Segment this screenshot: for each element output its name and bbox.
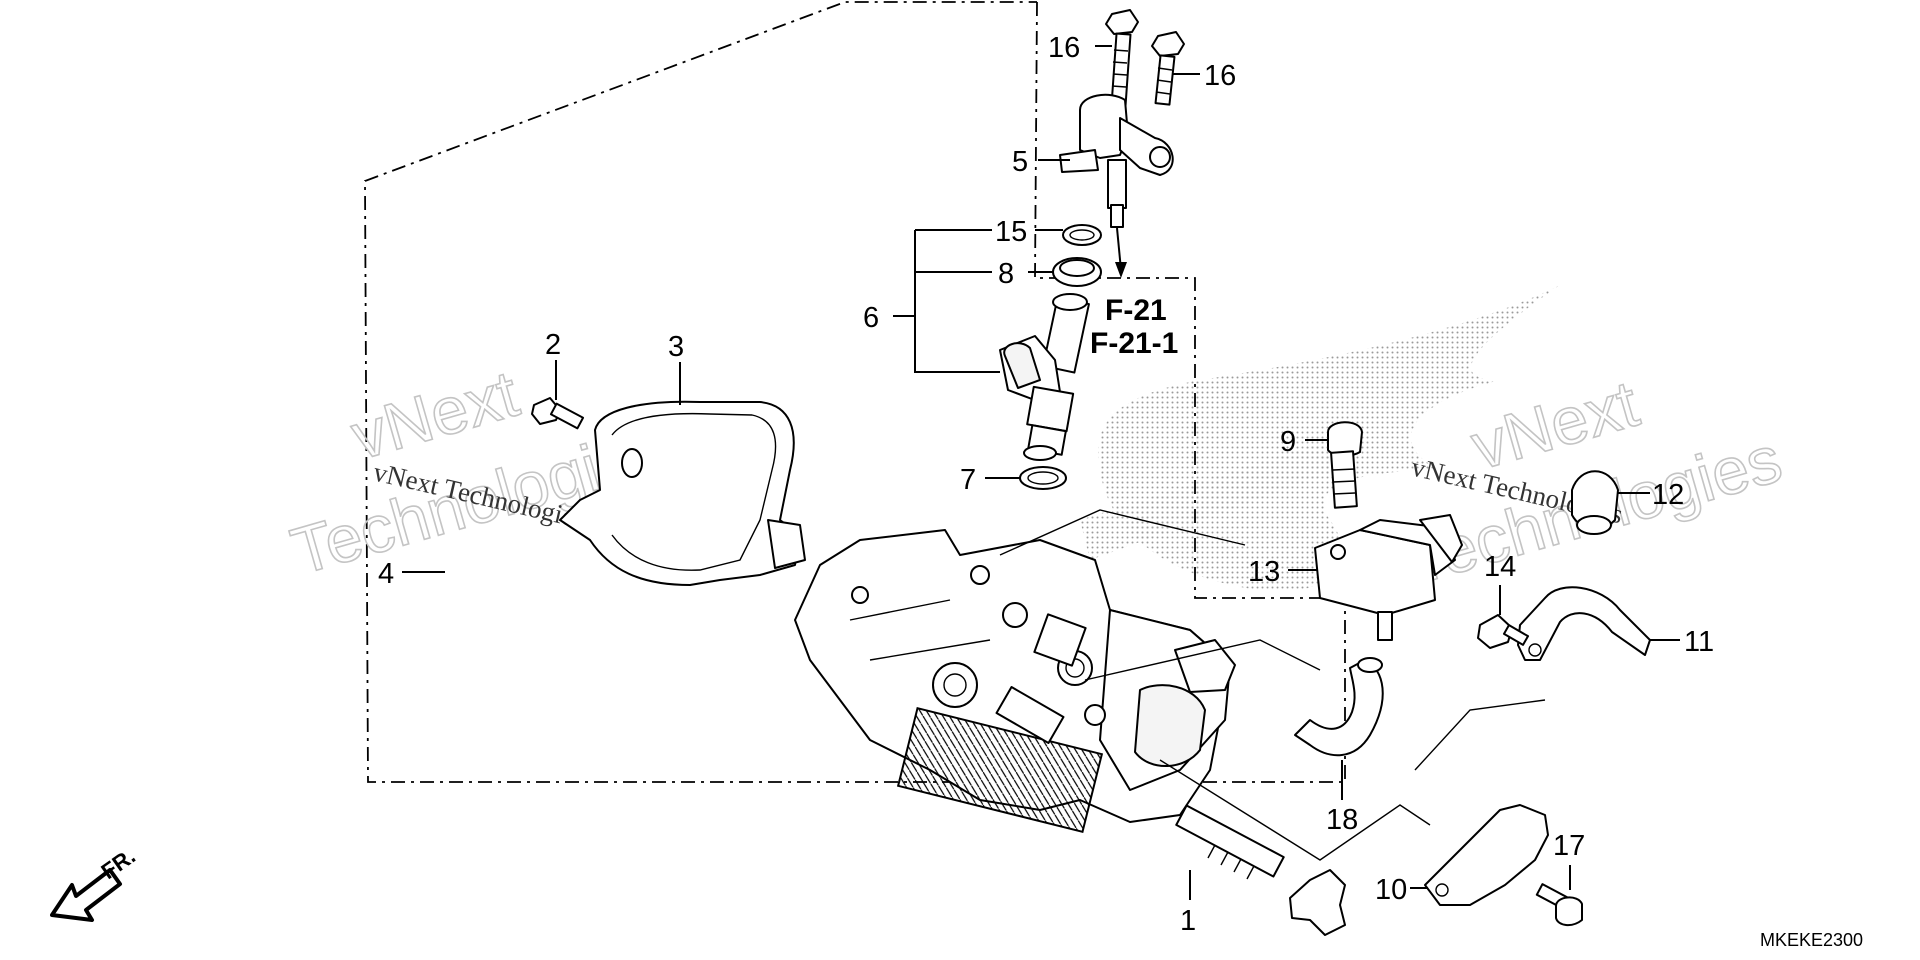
leader-6-bracket (914, 230, 1000, 373)
callout-4: 4 (378, 558, 394, 590)
callout-5: 5 (1012, 146, 1028, 178)
callout-14: 14 (1484, 551, 1516, 583)
reference-f21-1: F-21-1 (1090, 327, 1178, 360)
callout-2: 2 (545, 329, 561, 361)
o-ring-7 (1019, 466, 1067, 490)
seal-8-inner (1059, 259, 1095, 277)
clamp-11 (1517, 586, 1651, 661)
bolt-16-right (1151, 31, 1185, 106)
bolt-9 (1327, 421, 1363, 509)
callout-6: 6 (863, 302, 879, 334)
o-ring-15 (1062, 224, 1102, 246)
o-ring-7-inner (1027, 471, 1059, 485)
callout-7: 7 (960, 464, 976, 496)
callout-9: 9 (1280, 426, 1296, 458)
injector-6 (999, 293, 1090, 461)
callout-1: 1 (1180, 905, 1196, 937)
front-direction-indicator: FR. (50, 843, 140, 922)
diagram-code: MKEKE2300 (1760, 930, 1863, 950)
sensor-13 (1314, 514, 1463, 641)
bolt-16-left (1105, 9, 1139, 108)
grommet-12 (1571, 470, 1619, 535)
hose-18-end (1357, 657, 1383, 673)
callout-8: 8 (998, 258, 1014, 290)
link-line-d (1414, 699, 1546, 771)
link-line-a (999, 509, 1246, 556)
link-line-c (1159, 759, 1431, 861)
front-arrow-icon (50, 868, 122, 922)
callout-15: 15 (995, 216, 1027, 248)
reference-f21: F-21 (1105, 294, 1167, 327)
callout-16-left: 16 (1048, 32, 1080, 64)
bolt-2 (531, 397, 585, 430)
hose-18 (1294, 659, 1384, 757)
bracket-10-hole (1435, 883, 1449, 897)
arrow-head (1115, 262, 1127, 278)
cover-3 (559, 400, 806, 586)
callout-12: 12 (1652, 479, 1684, 511)
callout-11: 11 (1684, 626, 1714, 658)
assembly-boundary (364, 1, 1346, 783)
callout-18: 18 (1326, 804, 1358, 836)
callout-13: 13 (1248, 556, 1280, 588)
clamp-11-hole (1528, 643, 1542, 657)
callout-17: 17 (1553, 830, 1585, 862)
callout-3: 3 (668, 331, 684, 363)
link-line-b (1084, 639, 1321, 681)
bracket-10 (1424, 804, 1549, 906)
dotted-background-stripe (1080, 440, 1340, 560)
throttle-body (794, 529, 1236, 834)
bolt-14 (1477, 614, 1530, 649)
fuel-joint-5 (1059, 93, 1174, 228)
screw-17 (1535, 883, 1583, 926)
callout-10: 10 (1375, 874, 1407, 906)
callout-16-right: 16 (1204, 60, 1236, 92)
idle-screw-1 (1175, 804, 1346, 936)
o-ring-15-inner (1069, 229, 1095, 241)
